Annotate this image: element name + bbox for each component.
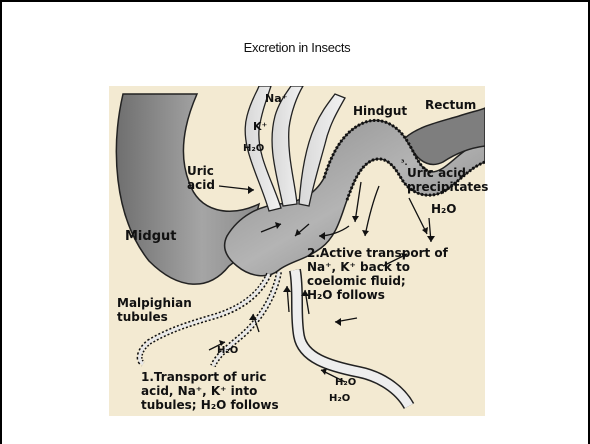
excretion-diagram: Na⁺ K⁺ H₂O Hindgut Rectum Uric acid Midg… bbox=[109, 86, 485, 416]
label-h2o-left: H₂O bbox=[217, 344, 238, 358]
label-h2o-top: H₂O bbox=[243, 142, 264, 156]
slide-title: Excretion in Insects bbox=[2, 40, 590, 55]
label-k: K⁺ bbox=[253, 120, 267, 134]
label-midgut: Midgut bbox=[125, 230, 176, 244]
label-uric-precipitates: Uric acid precipitates bbox=[407, 166, 488, 194]
label-hindgut: Hindgut bbox=[353, 104, 407, 118]
label-active-transport: 2.Active transport of Na⁺, K⁺ back to co… bbox=[307, 246, 448, 302]
label-malpighian-tubules: Malpighian tubules bbox=[117, 296, 192, 324]
label-h2o-rectum: H₂O bbox=[431, 202, 457, 216]
label-transport-uric: 1.Transport of uric acid, Na⁺, K⁺ into t… bbox=[141, 370, 279, 412]
label-na: Na⁺ bbox=[265, 92, 287, 106]
label-uric-acid: Uric acid bbox=[187, 164, 215, 192]
label-rectum: Rectum bbox=[425, 98, 476, 112]
label-h2o-bottom-2: H₂O bbox=[329, 392, 350, 406]
label-h2o-bottom-1: H₂O bbox=[335, 376, 356, 390]
